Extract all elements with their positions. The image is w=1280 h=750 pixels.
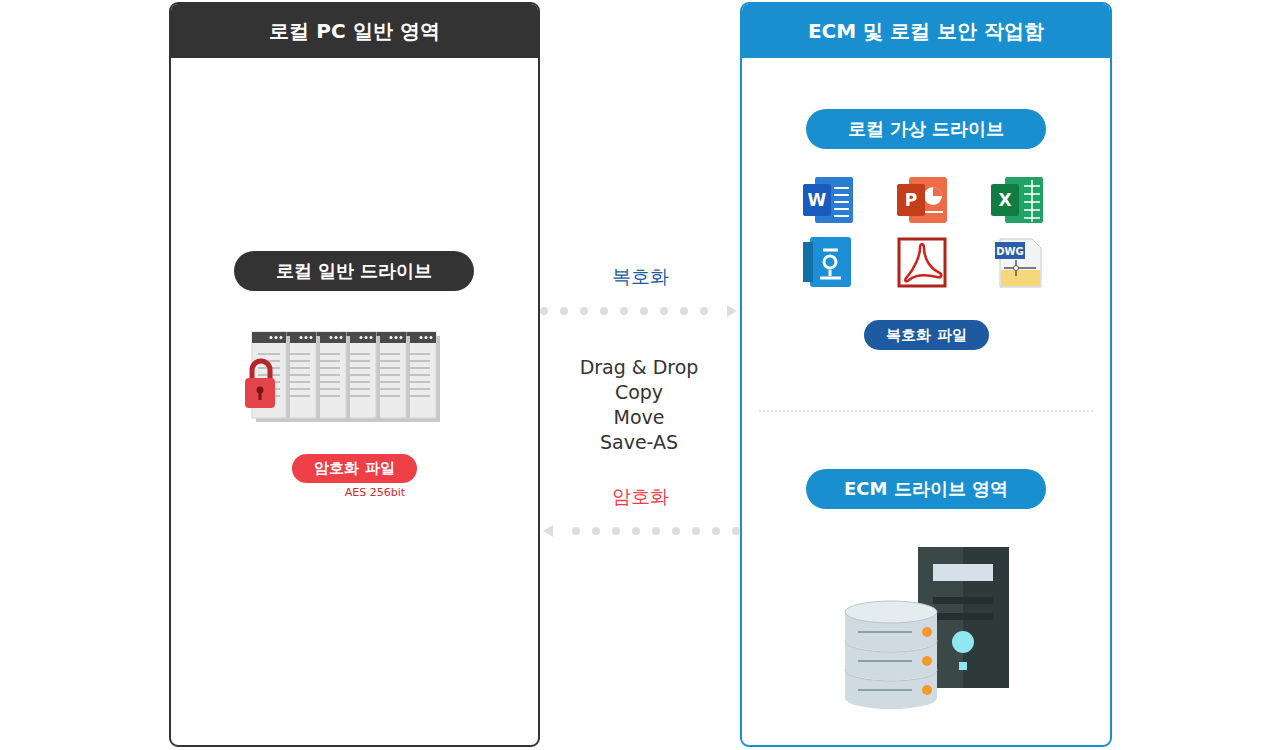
powerpoint-icon [897, 177, 947, 223]
action-text: Move [614, 406, 665, 428]
action-text: Save-AS [600, 431, 678, 453]
region-panel: 로컬 PC 일반 영역로컬 일반 드라이브암호화 파일 [169, 2, 540, 747]
panel-header: 로컬 PC 일반 영역 [171, 4, 538, 58]
dotted-arrow [544, 305, 737, 317]
disk-layer [845, 601, 937, 651]
drive-pill: 로컬 가상 드라이브 [806, 109, 1046, 149]
pdf-icon [899, 239, 945, 286]
pill-label: ECM 드라이브 영역 [844, 477, 1008, 501]
file-sheet [252, 332, 290, 422]
dotted-arrow [543, 525, 736, 537]
hangul-icon [803, 237, 851, 287]
pill-label: 복호화 파일 [886, 326, 966, 345]
panel-header: ECM 및 로컬 보안 작업함 [742, 4, 1110, 58]
padlock [245, 361, 275, 408]
action-text: Drag & Drop [580, 356, 699, 378]
separator [759, 411, 1093, 412]
server-illustration [845, 547, 1009, 709]
panel-title: ECM 및 로컬 보안 작업함 [808, 18, 1044, 45]
edge-label: 암호화 [609, 484, 672, 510]
disk-layer [845, 630, 937, 680]
drive-pill: ECM 드라이브 영역 [806, 469, 1046, 509]
pill-label: 암호화 파일 [314, 459, 394, 478]
region-panel: ECM 및 로컬 보안 작업함로컬 가상 드라이브복호화 파일 ECM 드라이브 … [740, 2, 1112, 747]
drive-pill: 복호화 파일 [864, 320, 989, 350]
icon-letter: X [998, 190, 1011, 210]
cipher-note: AES 256bit [345, 486, 405, 499]
word-icon [803, 177, 853, 223]
file-stack [252, 332, 440, 422]
panel-title: 로컬 PC 일반 영역 [269, 18, 439, 45]
icon-letter: P [905, 190, 917, 210]
edge-label: 복호화 [609, 264, 672, 290]
icon-letter: DWG [996, 246, 1024, 257]
disk-layer [845, 659, 937, 709]
pill-label: 로컬 가상 드라이브 [848, 117, 1005, 141]
action-text: Copy [615, 381, 663, 403]
excel-icon [991, 177, 1043, 223]
icon-letter: W [808, 190, 827, 210]
drive-pill: 암호화 파일 [292, 454, 417, 483]
dwg-icon [995, 239, 1041, 287]
pill-label: 로컬 일반 드라이브 [276, 259, 433, 283]
drive-pill: 로컬 일반 드라이브 [234, 251, 474, 291]
